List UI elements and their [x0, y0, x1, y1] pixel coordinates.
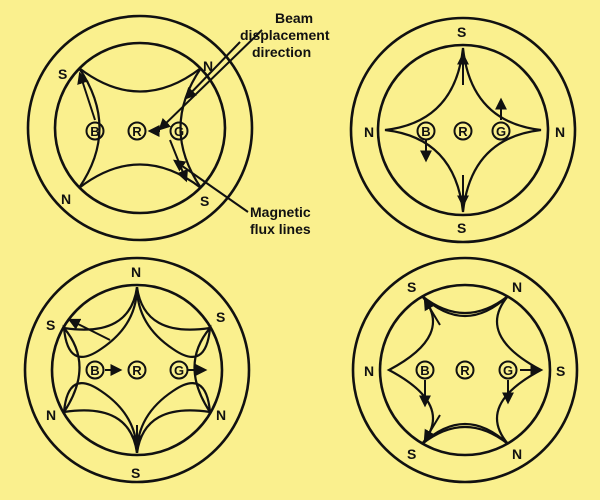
gun-blue: B: [85, 121, 105, 141]
flux-line: [78, 163, 202, 189]
outer-ring: [26, 14, 254, 242]
svg-text:G: G: [496, 124, 506, 139]
svg-text:R: R: [458, 124, 468, 139]
panel-six-pole-a: B R G N S S N N S: [23, 256, 251, 484]
pole-label: S: [457, 220, 466, 236]
gun-red: R: [453, 121, 473, 141]
svg-text:R: R: [132, 363, 142, 378]
flux-line: [384, 47, 542, 213]
outer-ring: [23, 256, 251, 484]
displacement-arrow: [77, 71, 96, 121]
svg-text:Magnetic: Magnetic: [250, 204, 311, 220]
pole-label: S: [556, 363, 565, 379]
pole-label: S: [457, 24, 466, 40]
svg-text:flux lines: flux lines: [250, 221, 311, 237]
pole-label: N: [364, 124, 374, 140]
pole-label: S: [58, 66, 67, 82]
svg-text:Beam: Beam: [275, 10, 313, 26]
annotation-beam-displacement: Beam displacement direction: [158, 10, 330, 131]
gun-red: R: [455, 360, 475, 380]
pole-label: N: [512, 446, 522, 462]
panel-two-pole-vertical: B R G S N N S: [349, 16, 577, 244]
gun-green: G: [498, 360, 518, 380]
pole-label: S: [216, 309, 225, 325]
gun-red: R: [127, 360, 147, 380]
gun-green: G: [169, 360, 189, 380]
svg-text:G: G: [174, 124, 184, 139]
outer-ring: [351, 256, 579, 484]
pole-label: N: [512, 279, 522, 295]
svg-text:R: R: [132, 124, 142, 139]
pole-label: N: [364, 363, 374, 379]
flux-arc: [421, 295, 509, 314]
pole-label: S: [46, 317, 55, 333]
displacement-arrow: [423, 297, 441, 326]
pole-label: N: [555, 124, 565, 140]
inner-ring: [376, 43, 550, 217]
pole-label: S: [131, 465, 140, 481]
gun-red: R: [127, 121, 147, 141]
svg-text:direction: direction: [252, 44, 311, 60]
pole-label: S: [200, 193, 209, 209]
gun-blue: B: [415, 360, 435, 380]
svg-text:B: B: [421, 124, 430, 139]
svg-text:B: B: [420, 363, 429, 378]
gun-green: G: [169, 121, 189, 141]
pole-label: N: [61, 191, 71, 207]
inner-ring: [378, 283, 552, 457]
pole-label: N: [216, 407, 226, 423]
displacement-arrow: [67, 318, 111, 341]
pole-label: S: [407, 279, 416, 295]
svg-text:B: B: [90, 363, 99, 378]
inner-ring: [53, 41, 227, 215]
pole-label: S: [407, 446, 416, 462]
svg-text:R: R: [460, 363, 470, 378]
flux-arc: [135, 286, 211, 331]
displacement-arrow: [423, 414, 441, 443]
gun-blue: B: [416, 121, 436, 141]
pole-label: N: [203, 58, 213, 74]
svg-text:G: G: [503, 363, 513, 378]
outer-ring: [349, 16, 577, 244]
annotation-magnetic-flux: Magnetic flux lines: [173, 159, 311, 237]
panel-six-pole-b: B R G S N N S S N: [351, 256, 579, 484]
flux-arc: [421, 426, 509, 445]
flux-line: [78, 67, 202, 93]
svg-text:displacement: displacement: [240, 27, 330, 43]
svg-text:B: B: [90, 124, 99, 139]
pole-label: N: [46, 407, 56, 423]
gun-blue: B: [85, 360, 105, 380]
panel-two-pole-horizontal: B R G S N N S: [26, 14, 254, 242]
pole-label: N: [131, 264, 141, 280]
svg-text:G: G: [174, 363, 184, 378]
inner-ring: [50, 283, 224, 457]
gun-green: G: [491, 121, 511, 141]
